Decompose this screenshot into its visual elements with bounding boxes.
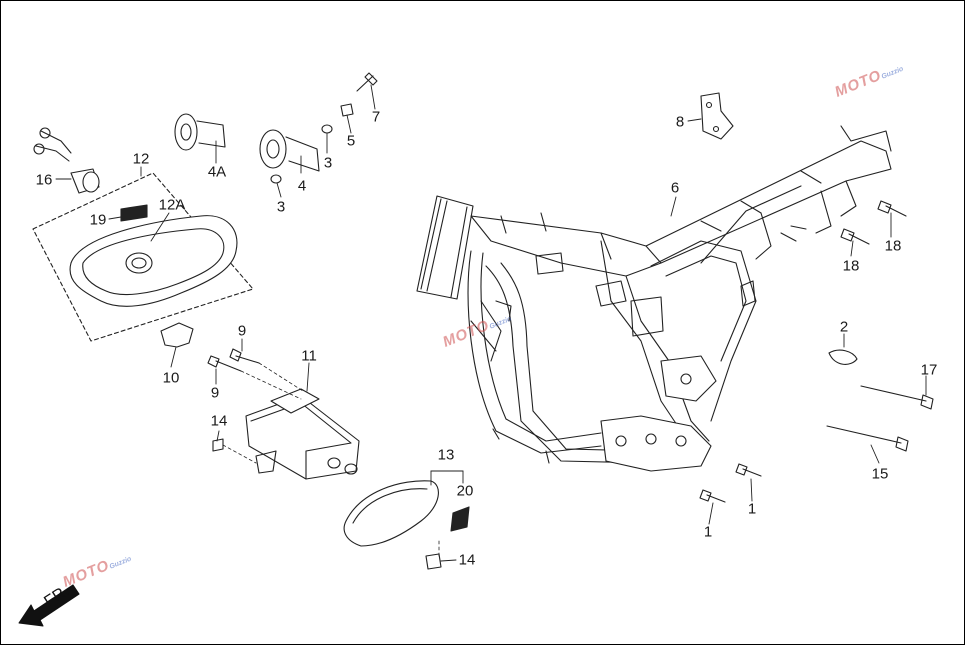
- bolt-9-lower: [208, 356, 241, 371]
- callout-4a: 4A: [207, 163, 227, 181]
- ignition-switch: [34, 128, 99, 193]
- leader-lines: [56, 85, 926, 561]
- front-arrow-icon: [19, 585, 79, 626]
- callout-12: 12: [132, 150, 150, 168]
- callout-12a: 12A: [158, 196, 186, 214]
- callout-1-right: 1: [747, 500, 757, 518]
- bolt-18-left: [841, 229, 869, 244]
- emblem-20: [451, 507, 469, 531]
- bolt-15: [827, 426, 908, 451]
- ecu-assembly: [246, 389, 359, 479]
- bracket-8: [701, 93, 733, 139]
- callout-15: 15: [871, 465, 889, 483]
- callout-14-left: 14: [210, 412, 228, 430]
- callout-14-right: 14: [458, 551, 476, 569]
- fuel-cap-cover: [70, 216, 237, 307]
- clip-10: [161, 323, 193, 347]
- callout-3-lower: 3: [276, 198, 286, 216]
- callout-5: 5: [346, 132, 356, 150]
- bolt-9-upper: [230, 349, 259, 363]
- callout-10: 10: [162, 369, 180, 387]
- screw-14-left: [213, 439, 223, 451]
- bolt-7: [357, 73, 377, 91]
- callout-20: 20: [456, 482, 474, 500]
- emblem-19: [121, 205, 147, 221]
- callout-9-lower: 9: [210, 384, 220, 402]
- callout-1-left: 1: [703, 523, 713, 541]
- grommet-2: [829, 350, 857, 364]
- callout-7: 7: [371, 108, 381, 126]
- callout-11: 11: [301, 347, 317, 365]
- callout-3-upper: 3: [323, 154, 333, 172]
- callout-9-upper: 9: [237, 322, 247, 340]
- side-cover: [344, 481, 438, 546]
- nut-5: [341, 104, 353, 116]
- callout-2: 2: [839, 318, 849, 336]
- callout-4: 4: [297, 177, 307, 195]
- callout-18-left: 18: [842, 257, 860, 275]
- group-box-12: [33, 173, 253, 341]
- screw-14-right: [426, 554, 441, 569]
- callout-19: 19: [89, 211, 107, 229]
- callout-6: 6: [670, 179, 680, 197]
- dashed-leaders: [223, 363, 439, 556]
- main-frame: [417, 126, 891, 471]
- bolt-18-right: [878, 201, 906, 216]
- callout-16: 16: [35, 171, 53, 189]
- callout-18-right: 18: [884, 237, 902, 255]
- bolt-1-right: [736, 464, 761, 476]
- washer-3-top: [322, 125, 332, 133]
- bolt-1-left: [700, 490, 725, 502]
- horn-4: [260, 130, 319, 171]
- horn-4a: [175, 114, 225, 150]
- callout-13: 13: [437, 446, 455, 464]
- bolt-17: [861, 386, 933, 409]
- callout-8: 8: [675, 113, 685, 131]
- callout-17: 17: [920, 361, 938, 379]
- washer-3-bottom: [271, 175, 281, 183]
